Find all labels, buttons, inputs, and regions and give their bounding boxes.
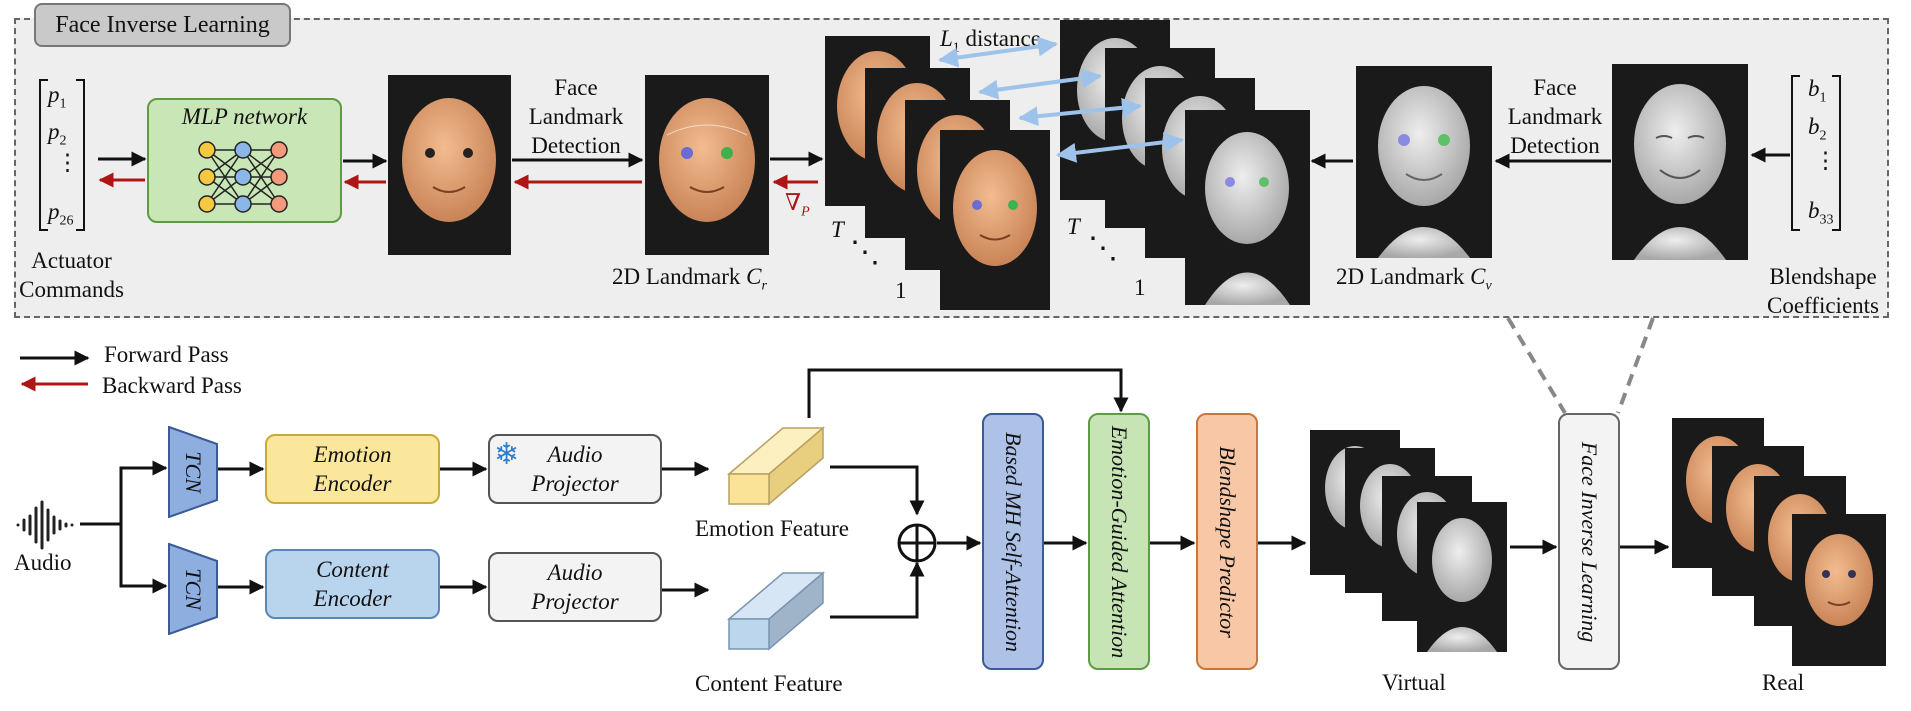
stack-1-right: 1 bbox=[1134, 275, 1146, 300]
content-feature-block bbox=[726, 571, 825, 651]
stack-dots-left: ⋱ bbox=[850, 236, 880, 269]
actuator-dots: ⋮ bbox=[56, 150, 79, 175]
legend-forward: Forward Pass bbox=[104, 342, 229, 367]
snowflake-icon: ❄ bbox=[494, 438, 520, 471]
actuator-p26: p26 bbox=[48, 199, 74, 229]
blend-b2: b2 bbox=[1808, 114, 1827, 144]
audio-wave-icon bbox=[16, 500, 74, 550]
actuator-vector-brackets bbox=[39, 79, 85, 231]
stack-dots-right: ⋱ bbox=[1088, 232, 1118, 265]
blendshape-vector-brackets bbox=[1791, 75, 1841, 231]
real-frame bbox=[1792, 514, 1886, 666]
actuator-p1: p1 bbox=[48, 82, 67, 112]
panel-title: Face Inverse Learning bbox=[34, 3, 291, 47]
face-inverse-learning-box: Face Inverse Learning bbox=[1558, 413, 1620, 670]
emotion-feature-label: Emotion Feature bbox=[695, 516, 849, 541]
emotion-guided-attention-box: Emotion-Guided Attention bbox=[1088, 413, 1150, 670]
robot-face-image bbox=[388, 75, 511, 255]
stack-1-left: 1 bbox=[895, 278, 907, 303]
virtual-frame bbox=[1417, 502, 1507, 652]
clay-face-image bbox=[1612, 64, 1748, 260]
real-label: Real bbox=[1762, 670, 1805, 695]
tcn-block-top bbox=[168, 426, 218, 518]
blend-b1: b1 bbox=[1808, 76, 1827, 106]
clay-stack-frame bbox=[1185, 110, 1310, 305]
blend-dots: ⋮ bbox=[1814, 148, 1837, 173]
neural-net-icon bbox=[198, 141, 288, 213]
blend-b33: b33 bbox=[1808, 198, 1834, 228]
blendshape-predictor-box: Blendshape Predictor bbox=[1196, 413, 1258, 670]
robot-landmark-image bbox=[645, 75, 769, 255]
legend-backward: Backward Pass bbox=[102, 373, 242, 398]
gradient-label: ∇P bbox=[785, 190, 810, 220]
clay-landmark-image bbox=[1356, 66, 1492, 258]
actuator-p2: p2 bbox=[48, 119, 67, 149]
tcn-block-bottom bbox=[168, 543, 218, 635]
landmark-cv-label: 2D Landmark Cv bbox=[1336, 264, 1492, 294]
mlp-label: MLP network bbox=[181, 104, 308, 129]
stack-T-left: T bbox=[831, 217, 844, 242]
robot-stack-frame bbox=[940, 130, 1050, 310]
stack-T-right: T bbox=[1067, 214, 1080, 239]
mh-self-attention-box: Based MH Self-Attention bbox=[982, 413, 1044, 670]
plus-circle-icon bbox=[897, 523, 937, 563]
audio-label: Audio bbox=[14, 550, 72, 575]
virtual-label: Virtual bbox=[1382, 670, 1446, 695]
content-feature-label: Content Feature bbox=[695, 671, 843, 696]
emotion-feature-block bbox=[726, 426, 825, 506]
landmark-cr-label: 2D Landmark Cr bbox=[612, 264, 767, 294]
